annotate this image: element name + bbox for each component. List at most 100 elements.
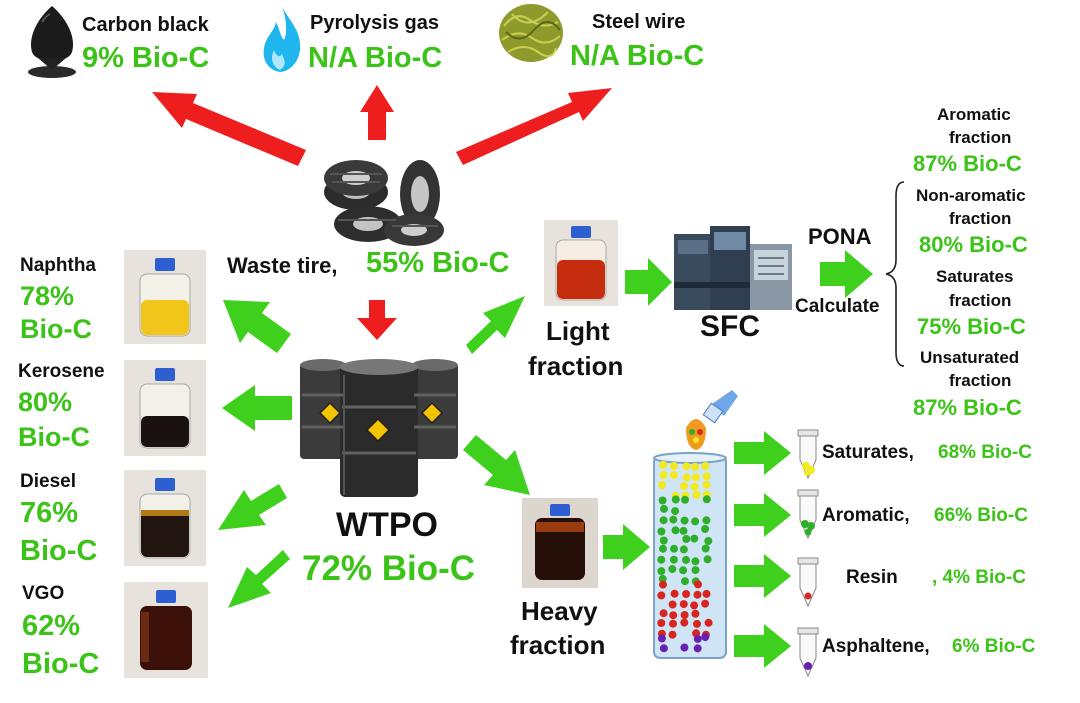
sample-bottle-icon xyxy=(124,470,206,566)
sample-bottle-icon xyxy=(124,582,208,678)
column-bead xyxy=(691,557,700,566)
aromatic-fraction-bio-value: 87% Bio-C xyxy=(913,151,1022,176)
column-bead xyxy=(671,526,680,535)
steel-wire-label: Steel wire xyxy=(592,11,686,33)
column-bead xyxy=(671,495,680,504)
heavy-fraction-label-line1: Heavy xyxy=(521,596,598,626)
column-bead xyxy=(659,644,668,653)
flame-icon xyxy=(263,6,301,72)
column-bead xyxy=(659,580,667,589)
column-bead xyxy=(668,630,677,639)
sfc-instrument-icon xyxy=(674,226,792,310)
saturates-fraction-bio-value: 75% Bio-C xyxy=(917,314,1026,339)
non-aromatic-fraction-bio-value: 80% Bio-C xyxy=(919,232,1028,257)
column-bead xyxy=(668,565,677,574)
pyrolysis-gas-label: Pyrolysis gas xyxy=(310,12,439,34)
column-bead xyxy=(703,555,712,564)
column-bead xyxy=(702,472,711,481)
arrow-wtpo-to-heavy xyxy=(463,435,530,495)
sample-bottle-icon xyxy=(544,220,618,306)
column-bead xyxy=(704,618,713,627)
vgo-bio-unit: Bio-C xyxy=(22,648,100,680)
column-bead xyxy=(669,555,678,564)
steel-wire-bio-value: N/A Bio-C xyxy=(570,40,705,72)
asphaltene-sara-bio-value: 6% Bio-C xyxy=(952,636,1036,657)
hazard-diamond-icon xyxy=(366,418,390,442)
diesel-bio-percent: 76% xyxy=(20,497,79,529)
column-bead xyxy=(701,633,710,642)
calculate-label: Calculate xyxy=(795,296,880,317)
column-bead xyxy=(682,462,691,471)
asphaltene-sara-label: Asphaltene, xyxy=(822,636,930,657)
chromatography-column-icon xyxy=(653,452,727,659)
arrow-column-to-aromatic xyxy=(734,493,791,537)
column-bead xyxy=(658,481,667,489)
carbon-black-powder-icon xyxy=(28,6,76,78)
column-bead xyxy=(659,536,668,545)
vgo-bio-percent: 62% xyxy=(22,610,81,642)
column-bead xyxy=(668,600,677,609)
column-bead xyxy=(679,526,688,535)
column-bead xyxy=(659,544,667,553)
unsaturated-fraction-bio-value: 87% Bio-C xyxy=(913,395,1022,420)
wtpo-bio-value: 72% Bio-C xyxy=(302,549,476,588)
arrow-wtpo-to-naphtha xyxy=(223,300,291,353)
column-bead xyxy=(701,525,710,533)
arrow-tire-to-wtpo xyxy=(357,300,397,340)
column-bead xyxy=(669,611,678,620)
light-fraction-label-line1: Light xyxy=(546,316,610,346)
waste-tire-label: Waste tire, xyxy=(227,253,338,278)
sample-tube-icon xyxy=(797,557,819,608)
column-bead xyxy=(691,566,700,575)
saturates-fraction-label-line2: fraction xyxy=(949,291,1012,310)
column-bead xyxy=(679,600,688,609)
column-bead xyxy=(682,473,691,482)
column-bead xyxy=(659,460,668,469)
arrow-light-to-sfc xyxy=(625,258,672,306)
arrow-wtpo-to-vgo xyxy=(228,550,290,608)
carbon-black-bio-value: 9% Bio-C xyxy=(82,42,210,74)
arrow-tire-to-steel-wire xyxy=(456,88,612,165)
column-bead xyxy=(657,591,666,600)
column-bead xyxy=(657,555,666,564)
column-bead xyxy=(702,495,711,504)
aromatic-fraction-label-line1: Aromatic xyxy=(937,105,1011,124)
non-aromatic-fraction-label-line2: fraction xyxy=(949,209,1012,228)
naphtha-bio-percent: 78% xyxy=(20,281,75,311)
saturates-fraction-label-line1: Saturates xyxy=(936,267,1014,286)
column-bead xyxy=(679,482,688,491)
column-bead xyxy=(659,471,668,479)
resin-sara-label: Resin xyxy=(846,567,898,588)
arrow-column-to-asphaltene xyxy=(734,624,791,668)
arrow-tire-to-carbon-black xyxy=(152,92,306,166)
light-fraction-label-line2: fraction xyxy=(528,351,624,381)
diesel-bio-unit: Bio-C xyxy=(20,535,98,567)
sample-tube-icon xyxy=(797,489,819,540)
column-bead xyxy=(693,590,702,599)
column-bead xyxy=(691,473,700,482)
column-bead xyxy=(702,589,711,598)
pyrolysis-gas-bio-value: N/A Bio-C xyxy=(308,42,443,74)
diesel-label: Diesel xyxy=(20,471,76,492)
column-bead xyxy=(658,496,667,505)
column-bead xyxy=(701,462,710,470)
pona-brace xyxy=(885,181,905,367)
column-bead xyxy=(693,634,702,643)
arrow-column-to-resin xyxy=(734,554,791,598)
column-bead xyxy=(659,516,668,525)
column-bead xyxy=(659,609,668,618)
column-bead xyxy=(690,482,699,491)
column-bead xyxy=(692,490,701,499)
column-bead xyxy=(694,580,702,589)
sample-bottle-icon xyxy=(522,498,598,588)
sample-bottle-icon xyxy=(124,360,206,456)
column-bead xyxy=(669,462,678,470)
column-bead xyxy=(679,566,688,575)
sample-tube-icon xyxy=(797,429,819,480)
carbon-black-label: Carbon black xyxy=(82,14,209,36)
column-bead xyxy=(669,619,677,628)
aromatic-fraction-label-line2: fraction xyxy=(949,128,1012,147)
arrow-sfc-to-pona xyxy=(820,250,873,298)
